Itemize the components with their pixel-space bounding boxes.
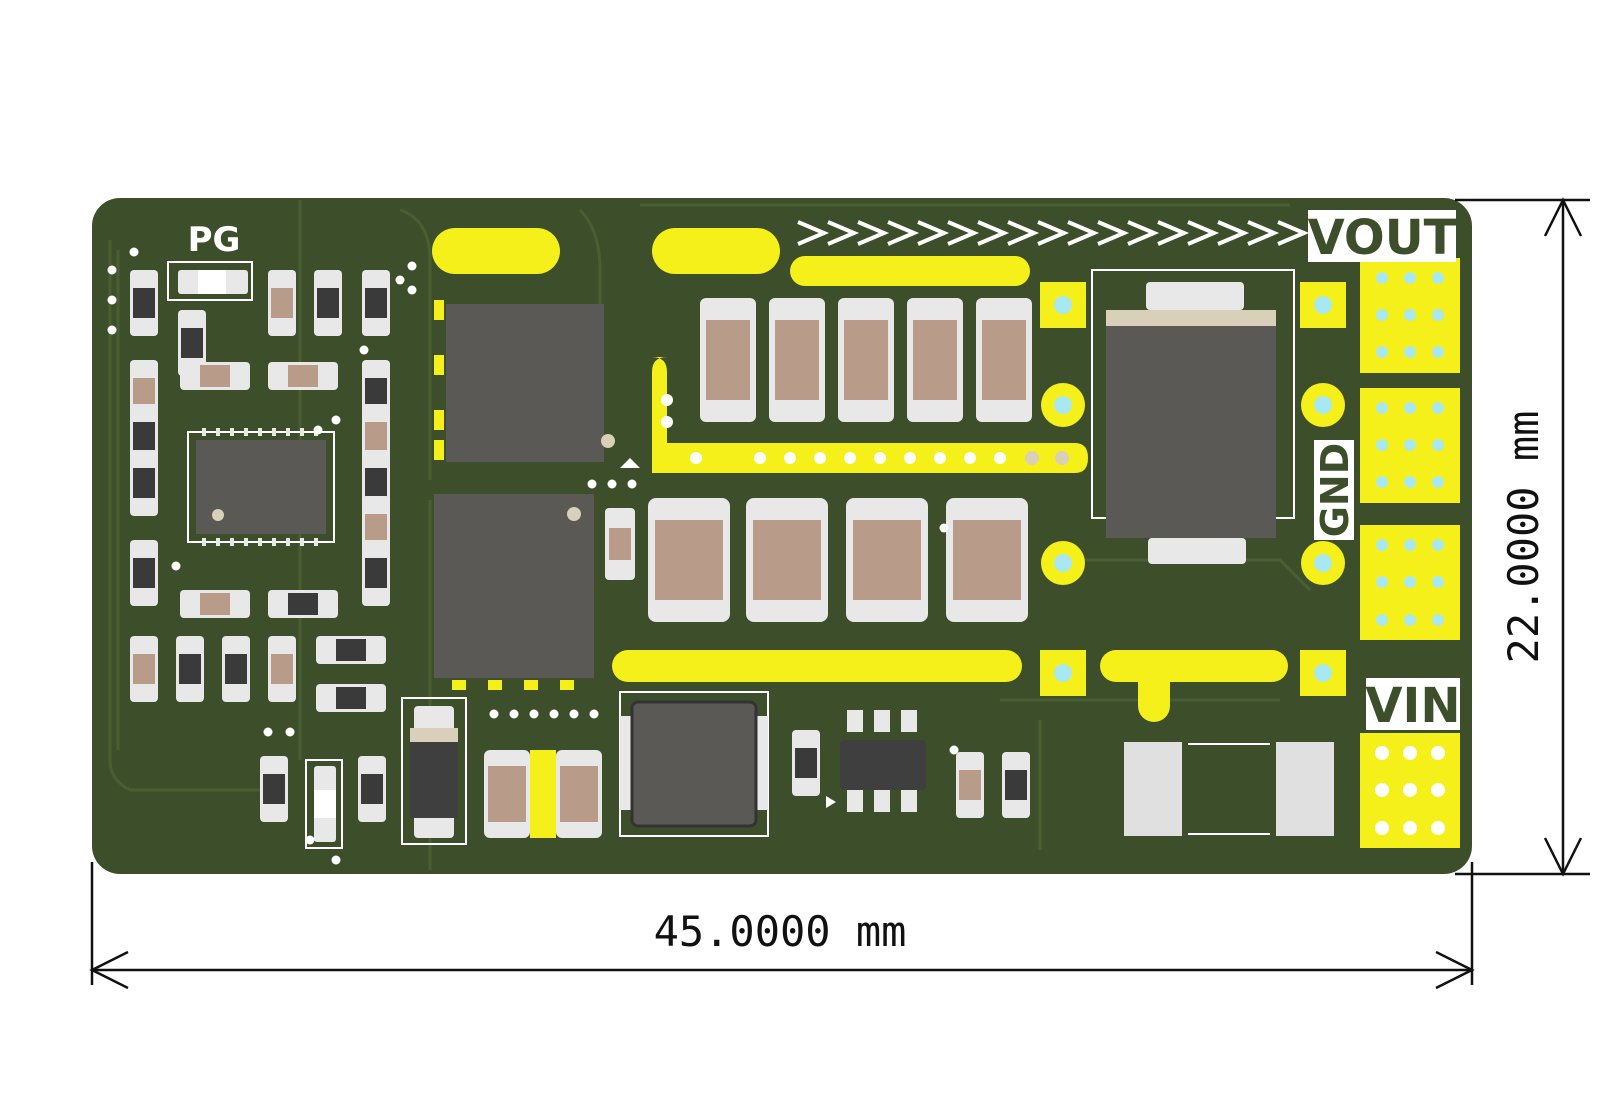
via-dot: [587, 479, 597, 489]
connector-holes: [1376, 272, 1444, 626]
width-dimension-text: 45.0000 mm: [654, 907, 907, 956]
passive-center: [795, 748, 817, 778]
passive-center: [133, 558, 155, 588]
via-dot: [589, 709, 599, 719]
gnd-label-bg: [1314, 440, 1354, 540]
via-dot: [305, 835, 315, 845]
via-dot: [107, 325, 117, 335]
gnd-label: GND: [1313, 443, 1357, 538]
ic-upper: [446, 304, 640, 468]
passive-center: [288, 593, 318, 615]
passive-center: [288, 365, 318, 387]
cap-row-middle: [648, 498, 1028, 622]
cap-row-top: [700, 298, 1032, 422]
small-passives: [130, 270, 1030, 822]
via-dot: [549, 709, 559, 719]
passive-center: [200, 365, 230, 387]
via-dot: [529, 709, 539, 719]
via-dot: [171, 561, 181, 571]
passive-center: [133, 288, 155, 318]
ic-lower: [434, 494, 594, 690]
status-led-bottom: [305, 759, 343, 849]
passive-center: [959, 770, 981, 800]
sot23-6: [826, 710, 926, 812]
vias: [1054, 296, 1332, 682]
passive-center: [225, 654, 247, 684]
passive-center: [133, 378, 155, 408]
passive-center: [336, 639, 366, 661]
via-dot: [949, 745, 959, 755]
via-dot: [939, 523, 949, 533]
passive-center: [336, 687, 366, 709]
passive-center: [133, 422, 155, 452]
passive-center: [181, 328, 203, 358]
pg-label: PG: [188, 220, 241, 260]
via-dot: [359, 345, 369, 355]
pg-led: [167, 261, 253, 301]
via-dot: [313, 425, 323, 435]
passive-center: [365, 558, 387, 588]
via-dot: [331, 855, 341, 865]
height-dimension-text: 22.0000 mm: [1499, 411, 1548, 664]
dimension-vertical: [1455, 197, 1590, 877]
via-dot: [107, 265, 117, 275]
dimension-horizontal: [89, 862, 1475, 990]
caps-near-inductor: [484, 750, 602, 838]
passive-center: [1005, 770, 1027, 800]
passive-center: [365, 468, 387, 498]
via-dot: [263, 727, 273, 737]
input-capacitor: [1124, 742, 1334, 836]
via-dot: [407, 261, 417, 271]
passive-center: [179, 654, 201, 684]
passive-center: [365, 378, 387, 408]
vin-label-bg: [1366, 678, 1460, 730]
qfn-controller: [187, 428, 335, 546]
via-dot: [569, 709, 579, 719]
trace-vias: [661, 394, 1069, 465]
vout-label: VOUT: [1308, 210, 1457, 266]
vin-label: VIN: [1365, 678, 1460, 734]
via-dot: [395, 275, 405, 285]
via-dot: [107, 295, 117, 305]
passive-center: [133, 654, 155, 684]
vin-connector-holes: [1375, 746, 1445, 835]
passive-center: [365, 422, 387, 452]
passive-center: [133, 468, 155, 498]
direction-arrows: [797, 220, 1310, 246]
via-dot: [509, 709, 519, 719]
via-dot: [331, 415, 341, 425]
via-dot: [607, 479, 617, 489]
diode: [401, 697, 467, 845]
via-dot: [129, 247, 139, 257]
passive-center: [365, 514, 387, 544]
via-dot: [627, 479, 637, 489]
passive-center: [263, 774, 285, 804]
passive-center: [271, 288, 293, 318]
passive-center: [271, 654, 293, 684]
passive-center: [317, 288, 339, 318]
via-dot: [285, 727, 295, 737]
passive-center: [361, 774, 383, 804]
via-dot: [489, 709, 499, 719]
via-dot: [407, 285, 417, 295]
passive-center: [365, 288, 387, 318]
vout-label-bg: [1308, 210, 1456, 262]
passive-center: [200, 593, 230, 615]
inductor: [619, 691, 769, 837]
small-vias: [107, 247, 959, 865]
cap-small-vertical: [605, 508, 635, 580]
dpak-transistor: [1091, 269, 1295, 564]
